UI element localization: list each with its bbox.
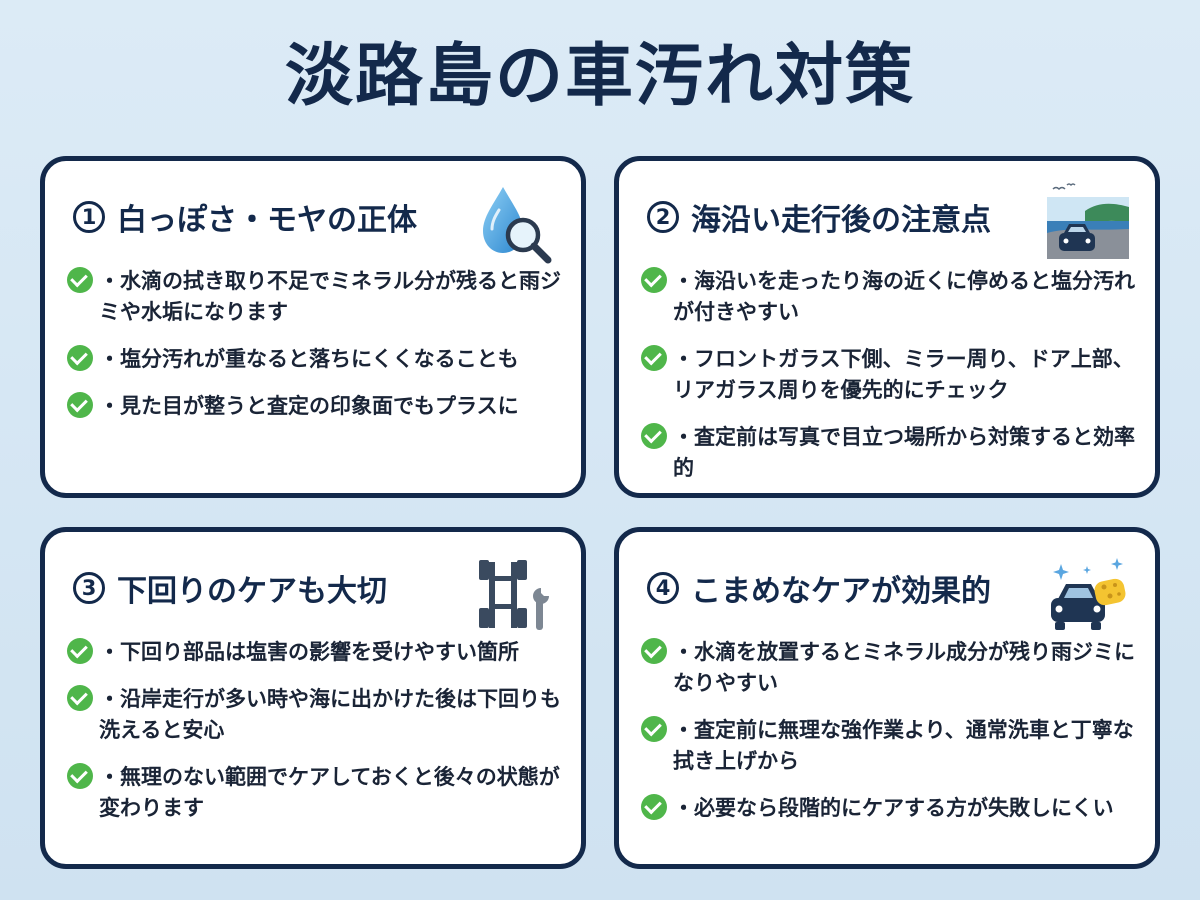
card-coastal-driving: 2 海沿い走行後の注意点 ・海沿いを走ったり海の近くに停めると塩分汚れが付きやす… [614,156,1160,498]
check-icon [641,267,667,293]
number-badge: 4 [647,572,679,604]
check-icon [67,345,93,371]
number-badge: 2 [647,201,679,233]
card-title: 白っぽさ・モヤの正体 [117,203,417,238]
card-underbody-care: 3 下回りのケアも大切 ・下回り部品は塩害の影響を受けやすい箇所 ・沿岸走行が多… [40,527,586,869]
check-icon [641,716,667,742]
list-item: ・査定前に無理な強作業より、通常洗車と丁寧な拭き上げから [641,715,1137,777]
card-heading: 3 下回りのケアも大切 [73,566,387,610]
list-item: ・下回り部品は塩害の影響を受けやすい箇所 [67,637,563,668]
chassis-wrench-icon [473,554,555,636]
check-icon [67,685,93,711]
check-icon [67,267,93,293]
check-icon [67,763,93,789]
check-icon [641,638,667,664]
number-badge: 3 [73,572,105,604]
water-drop-magnifier-icon [473,183,555,265]
list-item: ・海沿いを走ったり海の近くに停めると塩分汚れが付きやすい [641,266,1137,328]
check-icon [67,638,93,664]
list-item: ・無理のない範囲でケアしておくと後々の状態が変わります [67,762,563,824]
card-frequent-care: 4 こまめなケアが効果的 ・水滴を放置するとミネラル成分が残り雨ジミになりやすい [614,527,1160,869]
card-heading: 1 白っぽさ・モヤの正体 [73,195,417,239]
number-badge: 1 [73,201,105,233]
car-sponge-sparkle-icon [1047,554,1129,636]
check-icon [641,345,667,371]
list-item: ・水滴の拭き取り不足でミネラル分が残ると雨ジミや水垢になります [67,266,563,328]
card-title: 下回りのケアも大切 [117,574,387,609]
card-heading: 2 海沿い走行後の注意点 [647,195,991,239]
list-item: ・査定前は写真で目立つ場所から対策すると効率的 [641,422,1137,484]
list-item: ・フロントガラス下側、ミラー周り、ドア上部、リアガラス周りを優先的にチェック [641,344,1137,406]
card-title: こまめなケアが効果的 [691,574,991,609]
list-item: ・見た目が整うと査定の印象面でもプラスに [67,391,563,422]
card-title: 海沿い走行後の注意点 [691,203,991,238]
coastal-road-car-icon [1047,183,1129,265]
card-heading: 4 こまめなケアが効果的 [647,566,991,610]
card-white-haze: 1 白っぽさ・モヤの正体 ・水滴の拭き取り不足でミネラル分が残ると雨ジミや水垢に… [40,156,586,498]
list-item: ・塩分汚れが重なると落ちにくくなることも [67,344,563,375]
list-item: ・水滴を放置するとミネラル成分が残り雨ジミになりやすい [641,637,1137,699]
list-item: ・必要なら段階的にケアする方が失敗しにくい [641,793,1137,824]
check-icon [641,794,667,820]
check-icon [641,423,667,449]
list-item: ・沿岸走行が多い時や海に出かけた後は下回りも洗えると安心 [67,684,563,746]
page-title: 淡路島の車汚れ対策 [284,37,915,116]
check-icon [67,392,93,418]
